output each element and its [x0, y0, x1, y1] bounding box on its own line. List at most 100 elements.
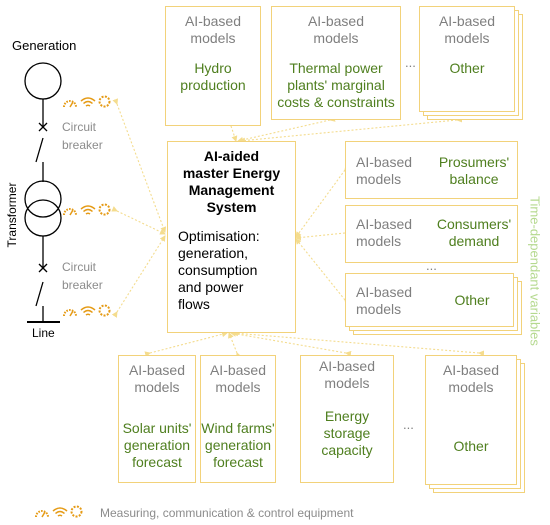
- model-text-line: Consumers': [436, 216, 512, 232]
- model-text-line: Energy: [324, 408, 370, 424]
- model-label-line: models: [215, 379, 261, 395]
- connector-top3-to-master: [239, 116, 463, 144]
- connector-right1-to-master: [295, 164, 351, 238]
- model-label-line: AI-based: [356, 154, 413, 170]
- legend-text: Measuring, communication & control equip…: [100, 506, 354, 520]
- equipment-icons-transformer: [62, 203, 111, 221]
- circuit-breaker-text: Circuit: [62, 120, 97, 134]
- wifi-icon: [80, 95, 96, 113]
- master-title-line: Management: [188, 182, 275, 198]
- connector-right3-to-master: [295, 238, 351, 306]
- gauge-icon: [34, 505, 50, 523]
- model-label-line: AI-based: [356, 284, 413, 300]
- circuit-breaker-text: breaker: [62, 138, 103, 152]
- control-icon: [70, 505, 83, 523]
- model-box-consumers: AI-based models Consumers' demand: [345, 205, 518, 263]
- model-text-line: forecast: [132, 454, 182, 470]
- model-label-line: AI-based: [438, 13, 496, 29]
- model-text-line: Thermal power: [289, 60, 383, 76]
- model-box-hydro: AI-based models Hydro production: [165, 6, 261, 126]
- model-label-line: AI-based: [307, 13, 365, 29]
- model-label-line: AI-based: [128, 362, 186, 378]
- master-title-line: master Energy: [182, 165, 281, 181]
- model-text-line: Other: [449, 60, 485, 76]
- model-label-line: models: [134, 379, 180, 395]
- model-label-line: AI-based: [209, 362, 267, 378]
- model-text-line: forecast: [213, 454, 263, 470]
- model-text-line: Other: [453, 438, 489, 454]
- model-label-line: AI-based: [356, 216, 413, 232]
- model-label-line: AI-based: [318, 358, 376, 374]
- model-box-thermal: AI-based models Thermal power plants' ma…: [271, 6, 401, 120]
- model-label-line: AI-based: [184, 13, 242, 29]
- generator-symbol: [24, 62, 62, 100]
- model-text-line: Other: [454, 292, 490, 308]
- model-label-line: models: [356, 233, 402, 249]
- model-text-line: generation: [204, 437, 272, 453]
- model-text-line: capacity: [321, 442, 373, 458]
- circuit-breaker-label-2: Circuit breaker: [62, 260, 122, 292]
- model-box-solar: AI-based models Solar units' generation …: [118, 355, 196, 483]
- connector-bottom4-to-master: [232, 330, 485, 357]
- master-body-line: generation,: [178, 245, 249, 261]
- model-text-line: demand: [448, 233, 500, 249]
- model-box-prosumers: AI-based models Prosumers' balance: [345, 141, 518, 199]
- control-icon: [98, 95, 111, 113]
- model-box-wind: AI-based models Wind farms' generation f…: [200, 355, 276, 483]
- circuit-breaker-text: breaker: [62, 278, 103, 292]
- connector-line-to-master: [111, 235, 166, 318]
- generation-label: Generation: [12, 38, 77, 53]
- model-text-line: costs & constraints: [277, 94, 395, 110]
- equipment-icons-generation: [62, 95, 111, 113]
- master-body-line: and power: [178, 279, 244, 295]
- wifi-icon: [80, 203, 96, 221]
- model-label-line: AI-based: [442, 362, 500, 378]
- model-label-line: models: [448, 379, 494, 395]
- connector-bottom2-to-master: [228, 332, 242, 359]
- breaker-switch: [35, 137, 44, 163]
- model-text-line: production: [180, 77, 246, 93]
- wifi-icon: [52, 505, 68, 523]
- control-icon: [98, 203, 111, 221]
- ellipsis-top: ...: [405, 55, 416, 70]
- breaker-x-mark: [38, 122, 48, 132]
- master-title-line: System: [206, 199, 257, 215]
- connector-bottom3-to-master: [230, 330, 352, 357]
- model-label-line: models: [324, 375, 370, 391]
- model-label-line: models: [190, 30, 236, 46]
- connector-right2-to-master: [295, 229, 351, 241]
- connector-top1-to-master: [226, 120, 238, 142]
- master-body-line: consumption: [178, 262, 258, 278]
- gauge-icon: [62, 203, 78, 221]
- master-body-line: flows: [178, 296, 210, 312]
- circuit-breaker-label-1: Circuit breaker: [62, 120, 122, 152]
- master-ems-box: AI-aided master Energy Management System…: [167, 141, 296, 333]
- control-icon: [98, 304, 111, 322]
- connector-generation-to-master: [112, 98, 167, 233]
- model-text-line: storage: [323, 425, 371, 441]
- model-text-line: plants' marginal: [287, 77, 385, 93]
- connector-transformer-to-master: [111, 206, 166, 235]
- model-text-line: generation: [123, 437, 191, 453]
- model-text-line: Solar units': [122, 420, 192, 436]
- model-text-line: Prosumers': [438, 154, 510, 170]
- model-text-line: Wind farms': [201, 420, 275, 436]
- breaker-x-mark: [38, 263, 48, 273]
- model-box-other-right: AI-based models Other: [345, 273, 514, 327]
- time-dependent-variables-label: Time-dependant variables: [527, 195, 543, 346]
- model-label-line: models: [356, 171, 402, 187]
- equipment-icons-line: [62, 304, 111, 322]
- model-box-other-bottom: AI-based models Other: [425, 355, 517, 485]
- gauge-icon: [62, 304, 78, 322]
- breaker-switch: [35, 281, 44, 307]
- model-box-other-top: AI-based models Other: [419, 6, 515, 112]
- model-text-line: balance: [449, 171, 499, 187]
- transformer-label: Transformer: [5, 182, 19, 248]
- line-label: Line: [32, 326, 55, 340]
- connector-bottom1-to-master: [144, 331, 228, 358]
- model-label-line: models: [356, 301, 402, 317]
- transformer-coil-bottom: [24, 199, 62, 237]
- ellipsis-bottom: ...: [403, 417, 414, 432]
